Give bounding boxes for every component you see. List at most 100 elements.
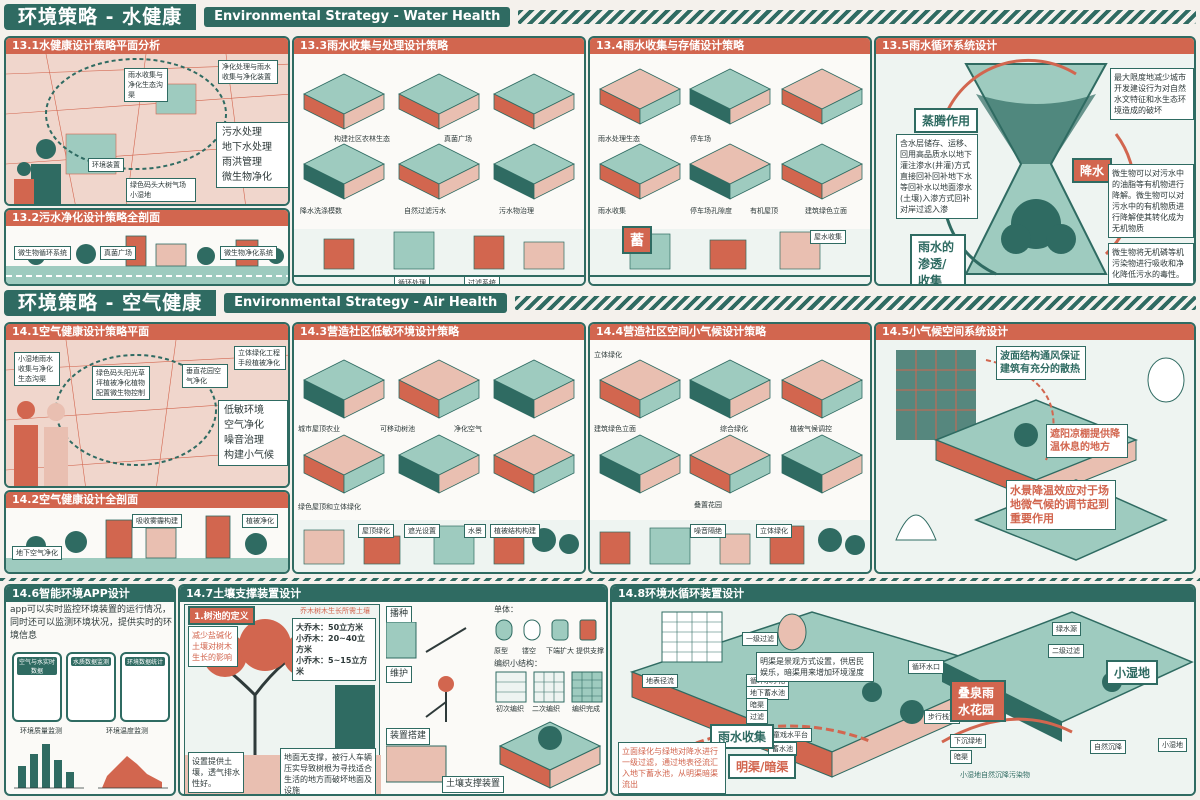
monitoring-charts: [14, 744, 168, 789]
strategy-label: 停车场孔隙度: [690, 207, 732, 215]
tag: 小湿地: [1158, 738, 1187, 752]
step-illustrations: [386, 622, 467, 783]
tag: 屋水收集: [810, 230, 846, 244]
tree-sizes: 大乔木：50立方米 小乔木：20~40立方米 小乔木：5~15立方米: [292, 618, 376, 681]
panel-title: 14.8环境水循环装置设计: [612, 586, 1194, 602]
phone-screen[interactable]: 环境数据统计: [120, 652, 170, 722]
chart-title: 环境温度监测: [106, 727, 148, 735]
panel-14-3: 14.3营造社区低敏环境设计策略 城市屋顶农业 可移动树池 净化空气 绿色屋顶和…: [292, 322, 586, 574]
storage-badge: 蓄: [622, 226, 652, 254]
tag: 微生物净化系统: [220, 246, 277, 260]
note-4: 微生物将无机磷等机污染物进行吸收和净化降低污水的毒性。: [1108, 243, 1194, 284]
cycle-label-rain: 降水: [1072, 158, 1113, 183]
unit-label: 提供支撑: [576, 647, 604, 655]
tag: 噪音隔绝: [690, 524, 726, 538]
soil-device-label: 土壤支撑装置: [442, 776, 505, 793]
panel-13-2: 13.2污水净化设计策略全剖面 微生物循环系统 真菌广场 微生物净化系统: [4, 208, 290, 286]
list-item: 噪音治理: [224, 435, 264, 446]
panel-14-4: 14.4营造社区空间小气候设计策略 立体绿化 综合绿化 建筑绿色立面 植被气候调…: [588, 322, 872, 574]
allergy-iso-grid: [294, 359, 584, 572]
strategy-label: 建筑绿色立面: [594, 425, 636, 433]
unit-label: 镂空: [522, 647, 536, 655]
strategy-label: 构建社区农林生态: [334, 135, 390, 143]
tag: 屋顶绿化: [358, 524, 394, 538]
note-shade: 遮阳凉棚提供降温休息的地方: [1046, 424, 1128, 458]
strategy-label: 真菌广场: [444, 135, 472, 143]
strategy-label: 绿色屋顶和立体绿化: [298, 503, 361, 511]
panel-title: 14.4营造社区空间小气候设计策略: [590, 324, 870, 340]
chart-title: 环境质量监测: [20, 727, 62, 735]
strategy-label: 综合绿化: [720, 425, 748, 433]
panel-title: 14.2空气健康设计全剖面: [6, 492, 288, 508]
panel-13-5: 13.5雨水循环系统设计 蒸腾作用 降水 雨水的渗透/收集 最大限度地减少城市开…: [874, 36, 1196, 286]
tag: 自然沉降: [1090, 740, 1126, 754]
phone-screen[interactable]: 水质数据监测: [66, 652, 116, 722]
label-open-closed-channel: 明渠/暗渠: [728, 754, 797, 779]
note-3: 微生物可以对污水中的油脂等有机物进行降解。微生物可以对污水中的有机物质进行降解使…: [1108, 164, 1194, 238]
tag: 暗渠: [950, 750, 972, 764]
rainwater-iso-grid: [294, 73, 584, 284]
panel-title: 14.1空气健康设计策略平面: [6, 324, 288, 340]
unit-shapes: [495, 619, 597, 641]
unit-label: 原型: [494, 647, 508, 655]
tag: 绿色码头大树气场小湿地: [126, 178, 196, 202]
label-cascade-garden: 叠泉雨水花园: [950, 680, 1006, 722]
phone-title: 环境数据统计: [125, 657, 165, 666]
tag: 微生物循环系统: [14, 246, 71, 260]
weave-label: 编织小结构：: [494, 659, 542, 668]
tag: 二级过滤: [1048, 644, 1084, 658]
step-maintain: 维护: [386, 666, 413, 683]
panel-title: 14.6智能环境APP设计: [6, 586, 174, 602]
note-soil: 设置提供土壤，透气排水性好。: [188, 752, 244, 793]
tag: 下沉绿地: [950, 734, 986, 748]
note-filtration: 立面绿化与绿地对降水进行一级过滤，通过地表径流汇入地下蓄水池，从明渠暗渠流出: [618, 742, 726, 794]
strategy-label: 污水物治理: [499, 207, 534, 215]
tag: 绿色码头阳光草坪植被净化植物配置微生物控制: [92, 366, 150, 400]
phone-title: 空气与水实时数据: [17, 657, 57, 675]
tag: 小湿地雨水收集与净化生态沟渠: [14, 352, 60, 386]
tag: 地下空气净化: [12, 546, 62, 560]
tag: 遮光设置: [404, 524, 440, 538]
weave-step: 初次编织: [496, 705, 524, 713]
panel-title: 14.7土壤支撑装置设计: [180, 586, 606, 602]
air-banner-title: 环境策略 - 空气健康: [4, 290, 217, 316]
strategy-label: 可移动树池: [380, 425, 415, 433]
storage-iso-grid: [590, 68, 870, 284]
panel-14-6: 14.6智能环境APP设计 app可以实时监控环境装置的运行情况，同时还可以监测…: [4, 584, 176, 796]
cycle-label-infiltration: 雨水的渗透/收集: [910, 234, 966, 284]
strategy-label: 有机屋顶: [750, 207, 778, 215]
banner-stripe: [518, 10, 1196, 24]
panel-14-7: 14.7土壤支撑装置设计 1.树池的定义 乔木树木生长所需土壤 大乔木：50立方…: [178, 584, 608, 796]
label-small-wetland: 小湿地: [1106, 660, 1159, 685]
tag: 过滤系统: [464, 276, 500, 284]
tag: 立体绿化工程手段植被净化: [234, 346, 286, 370]
phone-screen[interactable]: 空气与水实时数据: [12, 652, 62, 722]
water-banner-title: 环境策略 - 水健康: [4, 4, 197, 30]
panel-title: 13.5雨水循环系统设计: [876, 38, 1194, 54]
app-description: app可以实时监控环境装置的运行情况，同时还可以监测环境状况，提供实时的环境信息: [10, 605, 173, 641]
note-compaction: 地面无支撑，被行人车辆压实导致树根为寻找适合生活的地方而破坏地面及设施: [280, 748, 376, 794]
device-iso: [498, 721, 602, 789]
tag: 地表径流: [642, 674, 678, 688]
tag: 植被结构构建: [490, 524, 540, 538]
divider: [0, 578, 1200, 581]
air-banner: 环境策略 - 空气健康 Environmental Strategy - Air…: [4, 290, 1196, 316]
banner-stripe: [515, 296, 1196, 310]
strategy-label: 自然过滤污水: [404, 207, 446, 215]
phone-title: 水质数据监测: [71, 657, 111, 666]
list-item: 污水处理: [222, 127, 262, 138]
tag: 环境装置: [88, 158, 124, 172]
note-wetland: 小湿地自然沉降污染物: [960, 771, 1030, 779]
air-banner-subtitle: Environmental Strategy - Air Health: [224, 293, 508, 313]
strategy-label: 叠置花园: [694, 501, 722, 509]
unit-label: 下端扩大: [546, 647, 574, 655]
panel-13-3: 13.3雨水收集与处理设计策略 构建社区农林生态 真菌广场 降水洗涤模数 自然过…: [292, 36, 586, 286]
tag: 循环水口: [908, 660, 944, 674]
strategy-label: 城市屋顶农业: [298, 425, 340, 433]
water-banner-subtitle: Environmental Strategy - Water Health: [204, 7, 511, 27]
strategy-label: 植被气候调控: [790, 425, 832, 433]
tag: 过滤: [746, 710, 768, 724]
panel-13-1: 13.1水健康设计策略平面分析 雨水收集与净化生态沟渠 环境装置 绿色码头大树气…: [4, 36, 290, 206]
panel-title: 13.4雨水收集与存储设计策略: [590, 38, 870, 54]
list-item: 低敏环境: [224, 405, 264, 416]
